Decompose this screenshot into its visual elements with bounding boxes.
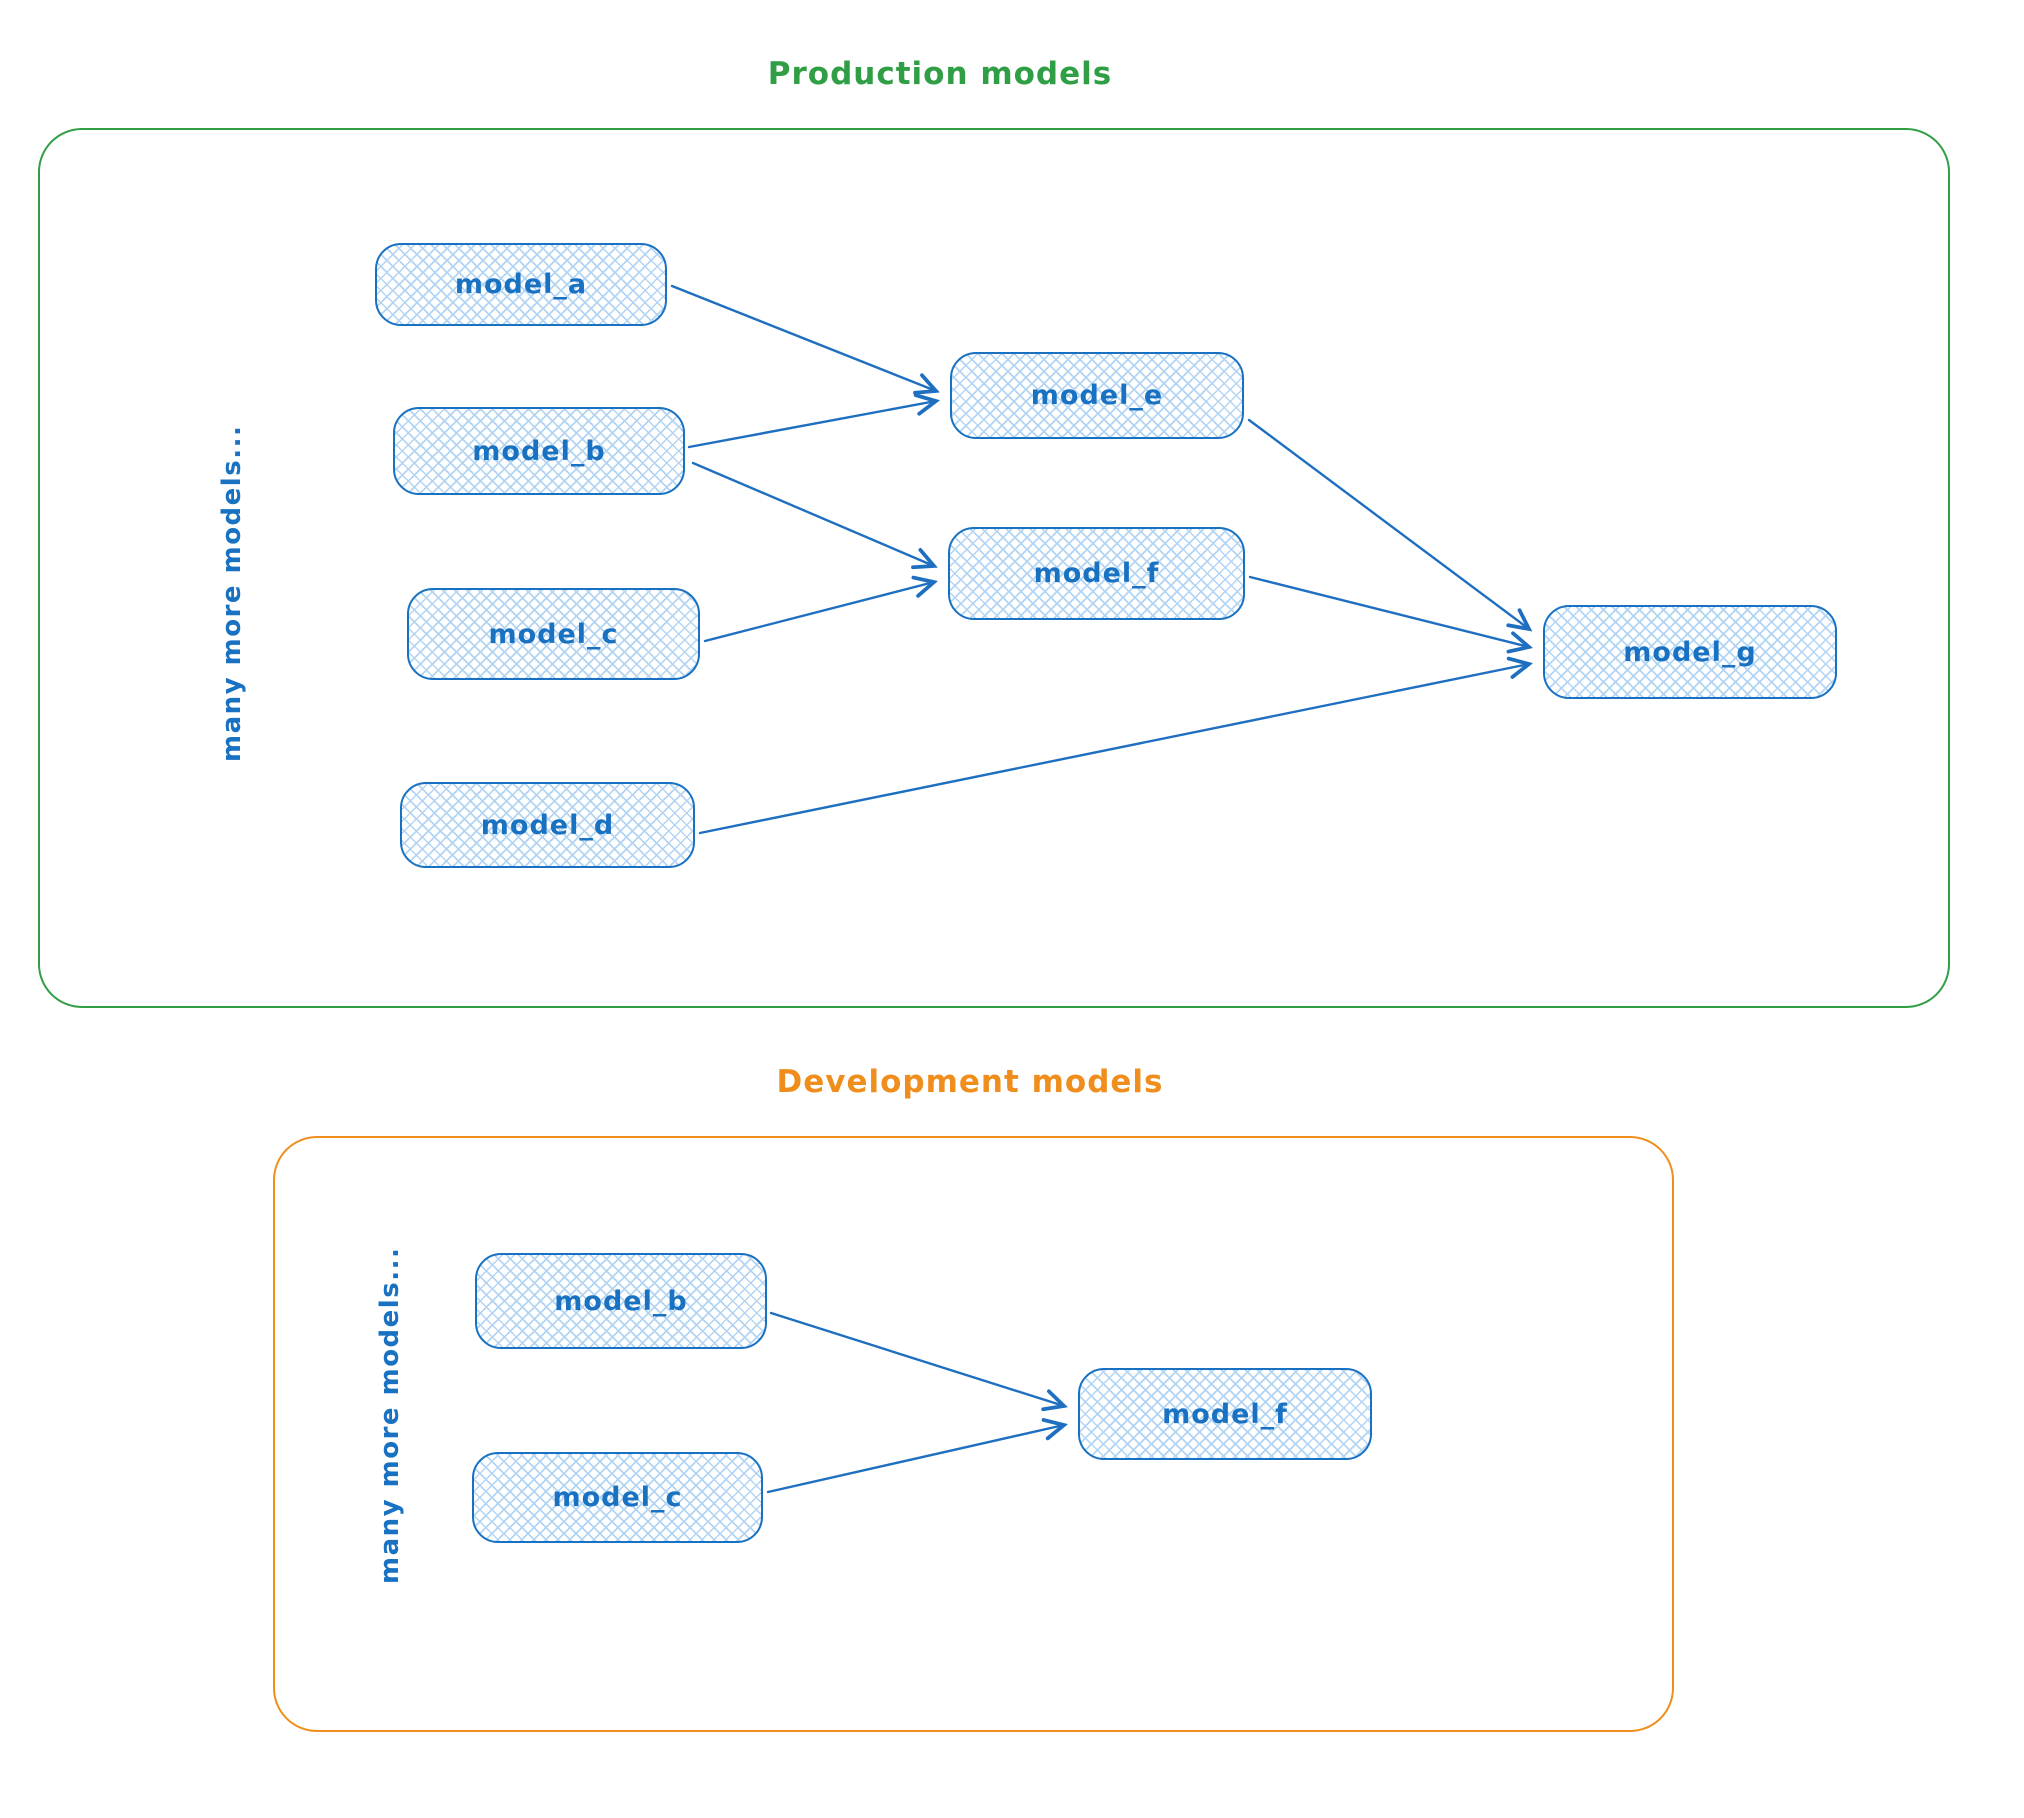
edge-production-model_b-to-model_e [687,401,936,449]
edge-production-model_f-to-model_g [1248,575,1529,647]
node-production-model-g: model_g [1543,605,1837,699]
node-label-model-g: model_g [1623,636,1757,668]
node-label-model-b: model_b [472,435,606,467]
node-label-dev-model-b: model_b [554,1285,688,1317]
node-production-model-a: model_a [375,243,667,326]
edge-production-model_c-to-model_f [703,582,934,643]
node-label-model-c: model_c [488,618,619,650]
node-production-model-c: model_c [407,588,700,680]
node-label-model-e: model_e [1030,380,1164,411]
node-label-model-d: model_d [480,809,615,841]
edge-development-model_c-to-model_f [766,1425,1064,1494]
node-production-model-e: model_e [950,352,1244,439]
development-section-frame [273,1136,1674,1732]
edge-production-model_b-to-model_f [691,461,934,566]
node-production-model-d: model_d [400,782,695,868]
node-label-dev-model-f: model_f [1162,1398,1288,1430]
node-development-model-c: model_c [472,1452,763,1543]
node-label-model-f: model_f [1033,558,1160,589]
node-label-model-a: model_a [454,269,588,300]
node-production-model-b: model_b [393,407,685,495]
production-section-title: Production models [767,56,1113,92]
edge-development-model_b-to-model_f [769,1311,1064,1406]
edge-production-model_a-to-model_e [670,284,936,391]
edge-production-model_d-to-model_g [698,664,1529,835]
node-development-model-f: model_f [1078,1368,1372,1460]
node-label-dev-model-c: model_c [552,1482,683,1513]
development-section-title: Development models [776,1064,1164,1100]
edge-production-model_e-to-model_g [1247,418,1529,629]
node-production-model-f: model_f [948,527,1245,620]
production-section-frame [38,128,1950,1008]
node-development-model-b: model_b [475,1253,767,1349]
